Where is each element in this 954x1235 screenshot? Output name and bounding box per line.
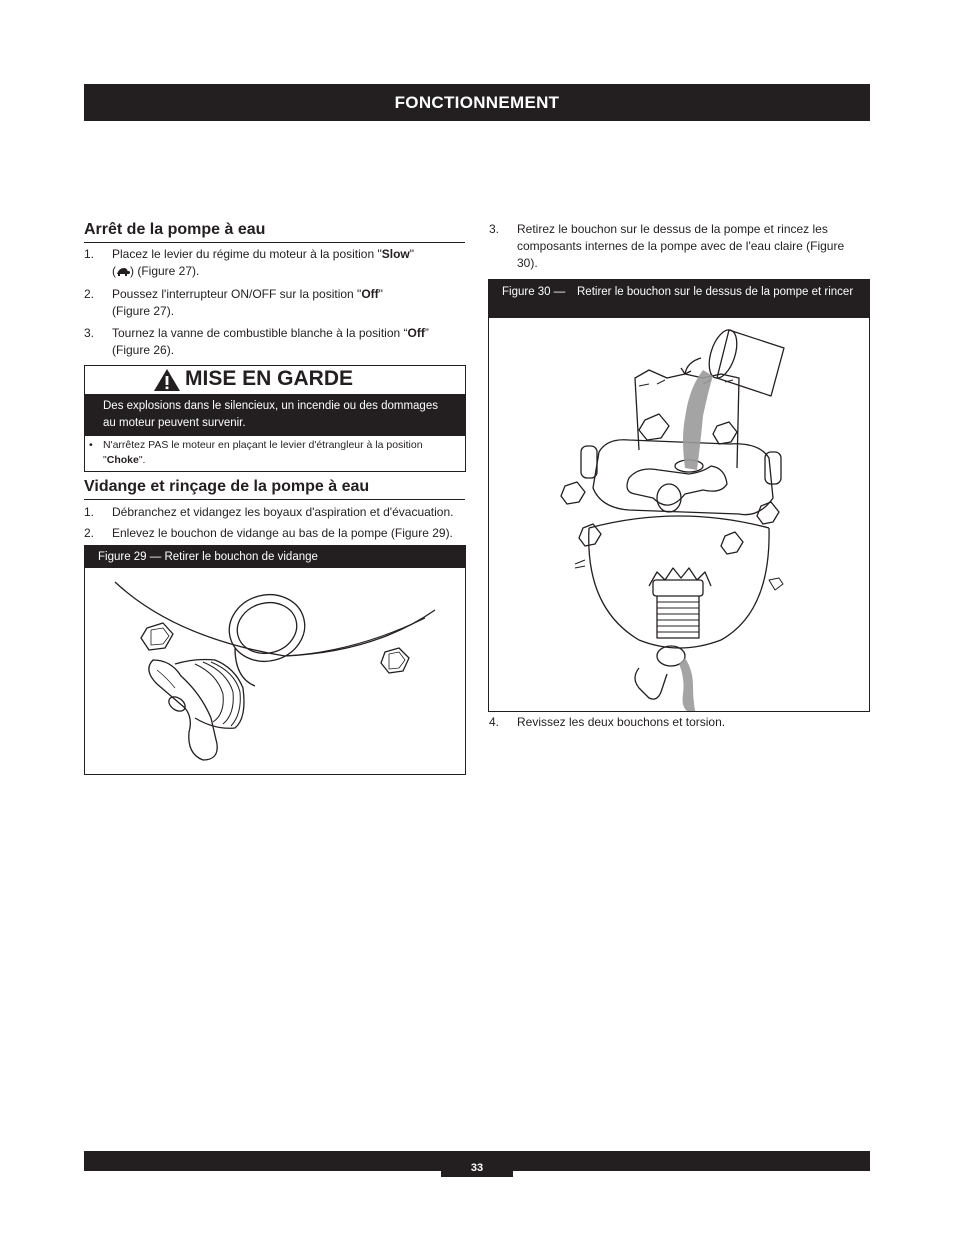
drain-plug-illustration — [114, 581, 436, 761]
turtle-icon — [117, 268, 130, 277]
section-title-drain-rinse: Vidange et rinçage de la pompe à eau — [84, 478, 370, 495]
section-divider — [84, 499, 465, 500]
list-item: 1. Débranchez et vidangez les boyaux d'a… — [84, 505, 454, 519]
figure-29: Figure 29 — Retirer le bouchon de vidang… — [84, 545, 466, 775]
warning-title: MISE EN GARDE — [185, 367, 354, 390]
list-item: 4. Revissez les deux bouchons et torsion… — [489, 715, 726, 729]
warning-box: MISE EN GARDE Des explosions dans le sil… — [84, 365, 466, 472]
list-item: 3. Retirez le bouchon sur le dessus de l… — [489, 222, 845, 270]
warning-triangle-icon — [154, 369, 180, 391]
list-item: 2. Poussez l'interrupteur ON/OFF sur la … — [84, 287, 383, 318]
list-item: 1. Placez le levier du régime du moteur … — [84, 247, 415, 278]
figure-caption: Figure 29 — Retirer le bouchon de vidang… — [85, 546, 465, 568]
section-header: FONCTIONNEMENT — [84, 84, 870, 121]
figure-caption: Figure 30 — Retirer le bouchon sur le de… — [489, 280, 869, 318]
warning-message: Des explosions dans le silencieux, un in… — [103, 400, 438, 429]
section-divider — [84, 242, 465, 243]
page-number: 33 — [441, 1157, 513, 1177]
list-item: 3. Tournez la vanne de combustible blanc… — [84, 326, 429, 357]
pump-rinse-illustration — [560, 329, 785, 711]
section-title-stop-pump: Arrêt de la pompe à eau — [84, 221, 266, 238]
figure-30: Figure 30 — Retirer le bouchon sur le de… — [488, 279, 870, 712]
list-item: 2. Enlevez le bouchon de vidange au bas … — [84, 526, 453, 540]
warning-message-band: Des explosions dans le silencieux, un in… — [85, 394, 465, 436]
